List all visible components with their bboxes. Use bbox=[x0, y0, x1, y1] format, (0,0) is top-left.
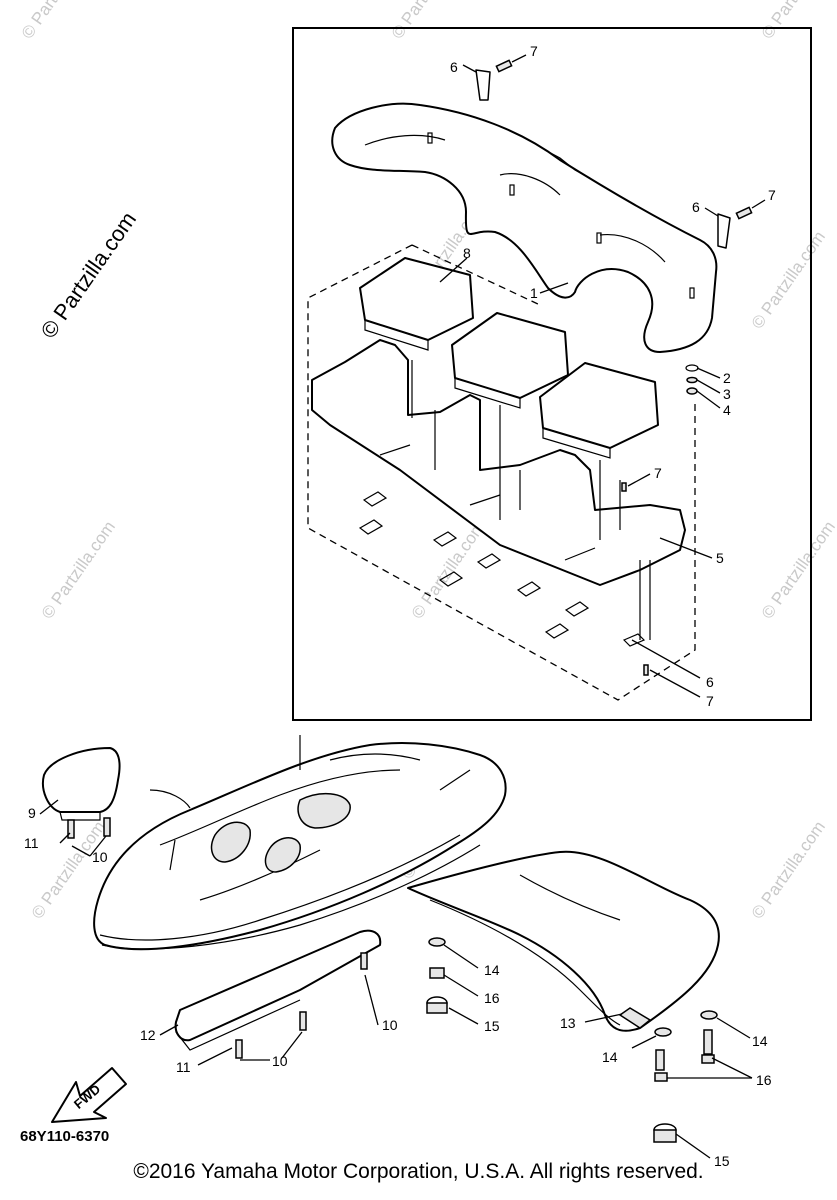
watermark: © Partzilla.com bbox=[758, 0, 837, 42]
watermark: © Partzilla.com bbox=[748, 228, 829, 333]
callout-7: 7 bbox=[768, 187, 776, 203]
callout-10: 10 bbox=[382, 1017, 398, 1033]
callout-12: 12 bbox=[140, 1027, 156, 1043]
callout-14: 14 bbox=[752, 1033, 768, 1049]
callout-8: 8 bbox=[463, 245, 471, 261]
watermark: © Partzilla.com bbox=[758, 518, 837, 623]
callout-7: 7 bbox=[654, 465, 662, 481]
callout-6: 6 bbox=[706, 674, 714, 690]
callout-15: 15 bbox=[714, 1153, 730, 1169]
watermark: © Partzilla.com bbox=[748, 818, 829, 923]
callout-14: 14 bbox=[484, 962, 500, 978]
callout-16: 16 bbox=[756, 1072, 772, 1088]
leader-lines-detail bbox=[439, 54, 766, 698]
callout-13: 13 bbox=[560, 1015, 576, 1031]
callout-7: 7 bbox=[706, 693, 714, 709]
detail-frame bbox=[292, 27, 812, 721]
boat-illustration bbox=[93, 735, 507, 951]
callout-6: 6 bbox=[692, 199, 700, 215]
callout-labels: 6 7 6 7 8 1 2 3 4 7 5 6 7 9 11 10 10 12 … bbox=[24, 43, 776, 1169]
callout-14: 14 bbox=[602, 1049, 618, 1065]
watermark: © Partzilla.com bbox=[388, 0, 469, 42]
copyright-notice: ©2016 Yamaha Motor Corporation, U.S.A. A… bbox=[133, 1160, 704, 1183]
callout-2: 2 bbox=[723, 370, 731, 386]
pad-part-12 bbox=[174, 929, 382, 1051]
callout-1: 1 bbox=[530, 285, 538, 301]
callout-11: 11 bbox=[176, 1059, 191, 1075]
callout-15: 15 bbox=[484, 1018, 500, 1034]
clip-part-6-top-left bbox=[475, 59, 513, 101]
cover-part-13 bbox=[407, 850, 720, 1032]
clip-part-6-top-right bbox=[717, 206, 753, 249]
callout-9: 9 bbox=[28, 805, 36, 821]
fwd-arrow-icon: FWD bbox=[51, 1067, 127, 1123]
washers-part-2-3-4 bbox=[639, 364, 699, 640]
diagram-reference-code: 68Y110-6370 bbox=[20, 1128, 110, 1145]
watermark: © Partzilla.com bbox=[18, 0, 99, 42]
watermark-large: © Partzilla.com bbox=[36, 207, 142, 343]
callout-4: 4 bbox=[723, 402, 731, 418]
callout-5: 5 bbox=[716, 550, 724, 566]
callout-7: 7 bbox=[530, 43, 538, 59]
callout-3: 3 bbox=[723, 386, 731, 402]
watermark: © Partzilla.com bbox=[38, 518, 119, 623]
callout-6: 6 bbox=[450, 59, 458, 75]
seat-box-outline bbox=[307, 244, 696, 701]
callout-16: 16 bbox=[484, 990, 500, 1006]
seat-cushions-part-8 bbox=[359, 257, 659, 459]
seat-base-part-5 bbox=[311, 339, 686, 586]
backrest-part-1 bbox=[331, 102, 718, 353]
callout-10: 10 bbox=[272, 1053, 288, 1069]
callout-11: 11 bbox=[24, 835, 39, 851]
callout-10: 10 bbox=[92, 849, 108, 865]
clips-part-6-underside bbox=[358, 482, 649, 676]
leader-lines-lower bbox=[39, 799, 753, 1159]
hardware-mounts bbox=[67, 817, 718, 1143]
pad-part-9 bbox=[42, 747, 121, 821]
